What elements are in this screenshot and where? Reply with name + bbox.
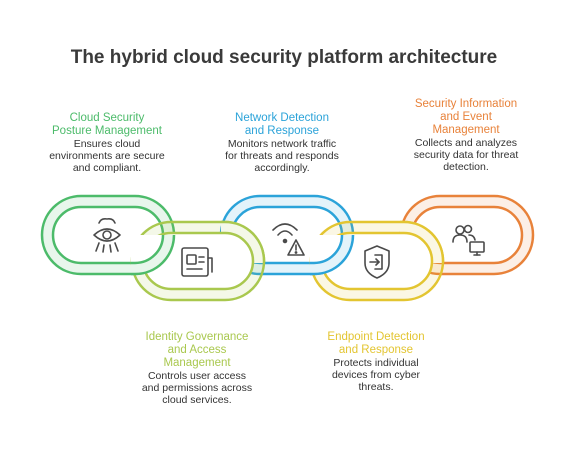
desc-line: detection. bbox=[443, 161, 489, 173]
desc-line: and permissions across bbox=[141, 382, 253, 394]
component-text-siem: Security Information and Event Managemen… bbox=[396, 98, 536, 173]
desc-line: accordingly. bbox=[254, 162, 310, 174]
component-title: Endpoint Detection and Response bbox=[306, 331, 446, 357]
users-monitor-icon bbox=[452, 224, 485, 256]
title-line: Posture Management bbox=[52, 125, 162, 137]
wifi-warning-icon bbox=[272, 223, 305, 256]
title-line: and Response bbox=[338, 344, 414, 356]
title-line: Management bbox=[432, 124, 500, 136]
id-card-icon bbox=[181, 247, 213, 277]
link-overlap bbox=[131, 235, 176, 276]
desc-line: security data for threat bbox=[413, 149, 519, 161]
desc-line: devices from cyber bbox=[331, 369, 421, 381]
component-text-nd: Network Detection and Response Monitors … bbox=[212, 112, 352, 174]
desc-line: Monitors network traffic bbox=[227, 138, 337, 150]
component-description: Protects individual devices from cyber t… bbox=[306, 357, 446, 393]
desc-line: for threats and responds bbox=[225, 150, 339, 162]
title-line: and Response bbox=[244, 125, 320, 137]
component-text-edr: Endpoint Detection and Response Protects… bbox=[306, 331, 446, 393]
component-text-csp: Cloud Security Posture Management Ensure… bbox=[38, 112, 176, 174]
link-overlap bbox=[400, 220, 445, 263]
title-line: Security Information bbox=[414, 98, 518, 110]
title-line: Management bbox=[163, 357, 231, 369]
desc-line: environments are secure bbox=[49, 150, 165, 162]
desc-line: Protects individual bbox=[333, 357, 419, 369]
component-title: Network Detection and Response bbox=[212, 112, 352, 138]
desc-line: and compliant. bbox=[72, 162, 142, 174]
shield-enter-icon bbox=[364, 245, 390, 279]
title-line: Cloud Security bbox=[69, 112, 145, 124]
page-title: The hybrid cloud security platform archi… bbox=[70, 47, 498, 68]
link-overlap bbox=[310, 235, 355, 276]
title-line: Network Detection bbox=[235, 112, 329, 124]
desc-line: threats. bbox=[358, 381, 394, 393]
component-title: Cloud Security Posture Management bbox=[38, 112, 176, 138]
desc-line: cloud services. bbox=[162, 394, 232, 406]
component-description: Ensures cloud environments are secure an… bbox=[38, 138, 176, 174]
title-line: and Event bbox=[440, 111, 492, 123]
component-title: Identity Governance and Access Managemen… bbox=[127, 331, 267, 370]
desc-line: Collects and analyzes bbox=[414, 137, 518, 149]
component-description: Monitors network traffic for threats and… bbox=[212, 138, 352, 174]
title-line: Endpoint Detection bbox=[327, 331, 425, 343]
desc-line: Controls user access bbox=[147, 370, 247, 382]
title-line: and Access bbox=[167, 344, 227, 356]
title-line: Identity Governance bbox=[145, 331, 249, 343]
component-text-iam: Identity Governance and Access Managemen… bbox=[127, 331, 267, 406]
component-description: Controls user access and permissions acr… bbox=[127, 370, 267, 406]
desc-line: Ensures cloud bbox=[73, 138, 141, 150]
link-overlap bbox=[221, 220, 266, 263]
component-description: Collects and analyzes security data for … bbox=[396, 137, 536, 173]
eye-cloud-icon bbox=[93, 218, 121, 253]
component-title: Security Information and Event Managemen… bbox=[396, 98, 536, 137]
